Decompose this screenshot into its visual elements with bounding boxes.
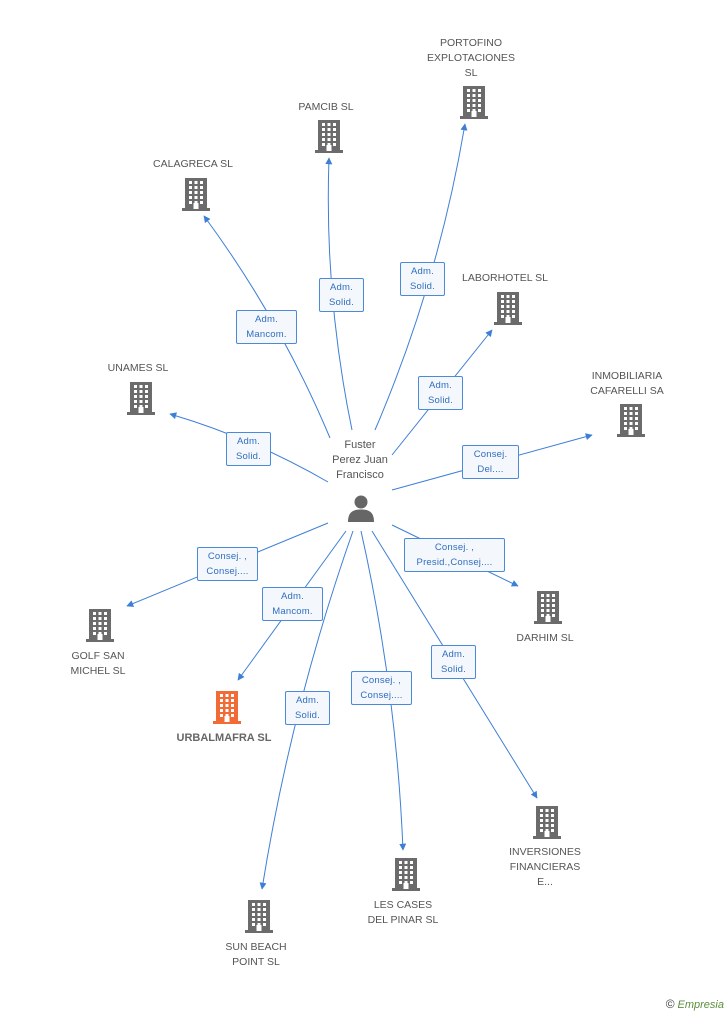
company-label-line: CAFARELLI SA [590, 385, 664, 397]
relation-label-line: Adm. [281, 591, 304, 602]
brand-name: Empresia [677, 999, 724, 1011]
relation-label-calagreca[interactable]: Adm. Mancom. [236, 310, 297, 344]
person-icon[interactable] [346, 493, 376, 523]
relation-label-line: Mancom. [246, 329, 287, 340]
building-icon[interactable] [532, 589, 564, 625]
relation-label-line: Solid. [329, 297, 354, 308]
company-label-line: POINT SL [232, 956, 280, 968]
relation-label-unames[interactable]: Adm. Solid. [226, 432, 271, 466]
company-label-line: LABORHOTEL SL [462, 272, 548, 284]
building-icon[interactable] [125, 380, 157, 416]
relation-label-line: Solid. [441, 664, 466, 675]
company-label-line: PORTOFINO [439, 37, 503, 49]
relation-label-sunbeach[interactable]: Adm. Solid. [285, 691, 330, 725]
relation-label-golf[interactable]: Consej. , Consej.... [197, 547, 258, 581]
company-label-line: DEL PINAR SL [367, 914, 439, 926]
relation-label-line: Solid. [410, 281, 435, 292]
company-label-line: MICHEL SL [70, 665, 126, 677]
relation-label-line: Solid. [428, 395, 453, 406]
company-label[interactable]: CALAGRECA SL [128, 157, 258, 172]
person-name-line: Fuster [344, 439, 376, 451]
company-label[interactable]: URBALMAFRA SL [159, 731, 289, 746]
company-label-line: INVERSIONES [509, 846, 581, 858]
relation-label-line: Adm. [429, 380, 452, 391]
company-label-line: UNAMES SL [107, 362, 169, 374]
company-label[interactable]: INMOBILIARIA CAFARELLI SA [562, 369, 692, 399]
building-icon[interactable] [458, 84, 490, 120]
relation-label-lescases[interactable]: Consej. , Consej.... [351, 671, 412, 705]
company-label-line: DARHIM SL [516, 632, 574, 644]
company-label-line: EXPLOTACIONES [427, 52, 515, 64]
relation-label-urbalmafra[interactable]: Adm. Mancom. [262, 587, 323, 621]
company-label[interactable]: LABORHOTEL SL [440, 271, 570, 286]
company-label[interactable]: PAMCIB SL [261, 100, 391, 115]
company-label-line: URBALMAFRA SL [176, 732, 272, 744]
building-icon[interactable] [180, 176, 212, 212]
company-label-line: GOLF SAN [71, 650, 125, 662]
relation-label-pamcib[interactable]: Adm. Solid. [319, 278, 364, 312]
relation-label-line: Consej. [473, 449, 508, 460]
company-label-line: SL [464, 67, 478, 79]
company-label-line: PAMCIB SL [298, 101, 354, 113]
building-icon[interactable] [243, 898, 275, 934]
company-label-line: FINANCIERAS [509, 861, 581, 873]
relation-label-line: Adm. [411, 266, 434, 277]
company-label[interactable]: UNAMES SL [73, 361, 203, 376]
building-icon[interactable] [531, 804, 563, 840]
company-label-line: SUN BEACH [225, 941, 287, 953]
building-icon[interactable] [211, 689, 243, 725]
center-person-name[interactable]: Fuster Perez Juan Francisco [318, 438, 402, 483]
building-icon[interactable] [615, 402, 647, 438]
company-label-line: INMOBILIARIA [591, 370, 663, 382]
building-icon[interactable] [84, 607, 116, 643]
relation-label-portofino[interactable]: Adm. Solid. [400, 262, 445, 296]
relation-label-line: Adm. [442, 649, 465, 660]
relation-label-line: Consej.... [360, 690, 403, 701]
company-label[interactable]: INVERSIONES FINANCIERAS E... [480, 845, 610, 890]
company-label[interactable]: LES CASES DEL PINAR SL [338, 898, 468, 928]
footer-brand: ©Empresia [666, 997, 724, 1011]
relation-label-line: Adm. [330, 282, 353, 293]
relation-label-line: Solid. [295, 710, 320, 721]
building-icon[interactable] [313, 118, 345, 154]
company-label[interactable]: SUN BEACH POINT SL [191, 940, 321, 970]
relation-label-line: Consej.... [206, 566, 249, 577]
company-label-line: LES CASES [373, 899, 433, 911]
building-icon[interactable] [492, 290, 524, 326]
copyright-symbol: © [665, 997, 675, 1011]
relation-label-line: Consej. , [361, 675, 402, 686]
relation-label-laborhotel[interactable]: Adm. Solid. [418, 376, 463, 410]
relation-label-line: Consej. , [207, 551, 248, 562]
person-name-line: Perez Juan [332, 454, 388, 466]
company-label[interactable]: DARHIM SL [480, 631, 610, 646]
relation-label-inmobiliaria[interactable]: Consej. Del.... [462, 445, 519, 479]
company-label[interactable]: PORTOFINO EXPLOTACIONES SL [406, 36, 536, 81]
relation-label-line: Adm. [237, 436, 260, 447]
company-label-line: E... [537, 876, 553, 888]
relation-label-line: Del.... [477, 464, 504, 475]
person-name-line: Francisco [336, 469, 384, 481]
relation-label-line: Consej. , [434, 542, 475, 553]
company-label[interactable]: GOLF SAN MICHEL SL [33, 649, 163, 679]
relation-label-line: Adm. [296, 695, 319, 706]
relation-label-line: Solid. [236, 451, 261, 462]
relation-label-line: Mancom. [272, 606, 313, 617]
relation-label-darhim[interactable]: Consej. , Presid.,Consej.... [404, 538, 505, 572]
building-icon[interactable] [390, 856, 422, 892]
relation-label-line: Adm. [255, 314, 278, 325]
relation-label-inversiones[interactable]: Adm. Solid. [431, 645, 476, 679]
relation-label-line: Presid.,Consej.... [416, 557, 493, 568]
company-label-line: CALAGRECA SL [153, 158, 233, 170]
